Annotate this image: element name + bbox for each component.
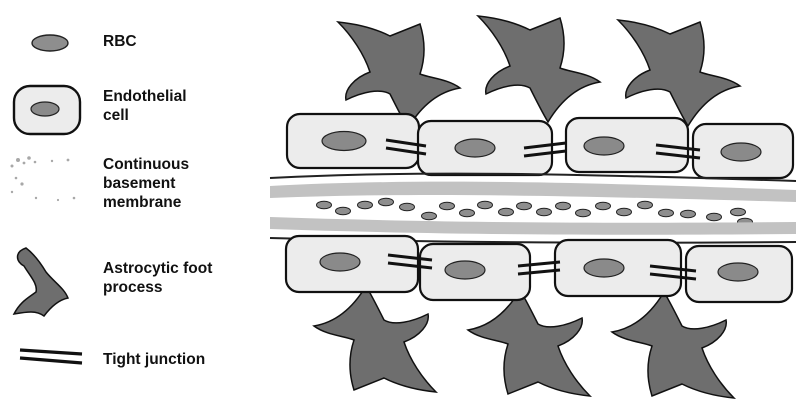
legend-astrocyte-icon [14, 248, 68, 316]
astrocyte-top-group [338, 16, 740, 128]
basement-membrane-top [270, 182, 796, 202]
endothelial-cell [686, 246, 792, 302]
rbc [317, 201, 332, 209]
legend-label-tight-junction: Tight junction [103, 350, 205, 369]
endothelial-cell [566, 118, 688, 172]
endothelial-cell [693, 124, 793, 178]
nucleus [584, 259, 624, 277]
legend-basement-icon [11, 156, 76, 201]
nucleus [445, 261, 485, 279]
astrocyte-foot-process [478, 16, 600, 122]
rbc [681, 210, 696, 218]
legend-label-astrocyte: Astrocytic foot process [103, 259, 212, 297]
rbc [556, 202, 571, 210]
rbc [379, 198, 394, 206]
rbc [460, 209, 475, 217]
rbc [358, 201, 373, 209]
rbc [336, 207, 351, 215]
rbc [596, 202, 611, 210]
rbc [659, 209, 674, 217]
legend-rbc-icon [32, 35, 68, 51]
rbc [422, 212, 437, 220]
rbc [707, 213, 722, 221]
vessel [270, 16, 796, 398]
astrocyte-foot-process [314, 286, 436, 392]
astrocyte-bottom-group [314, 286, 734, 398]
nucleus [455, 139, 495, 157]
legend-label-basement: Continuous basement membrane [103, 155, 189, 212]
rbc [731, 208, 746, 216]
endothelial-bottom-row [286, 236, 792, 302]
legend-endothelial-icon [14, 86, 80, 134]
rbc [440, 202, 455, 210]
rbc [499, 208, 514, 216]
astrocyte-foot-process [618, 20, 740, 126]
nucleus [721, 143, 761, 161]
nucleus [322, 132, 366, 151]
rbc [517, 202, 532, 210]
legend-tight-junction-icon [20, 350, 82, 363]
astrocyte-foot-process [468, 290, 590, 396]
astrocyte-foot-process [338, 22, 460, 128]
rbc [617, 208, 632, 216]
legend [11, 35, 83, 363]
rbc [638, 201, 653, 209]
nucleus [584, 137, 624, 155]
legend-label-endothelial: Endothelial cell [103, 87, 187, 125]
astrocyte-foot-process [612, 292, 734, 398]
rbc [537, 208, 552, 216]
rbc [576, 209, 591, 217]
endothelial-cell [420, 244, 530, 300]
nucleus [718, 263, 758, 281]
rbc [478, 201, 493, 209]
rbc [400, 203, 415, 211]
nucleus [320, 253, 360, 271]
legend-label-rbc: RBC [103, 32, 137, 51]
